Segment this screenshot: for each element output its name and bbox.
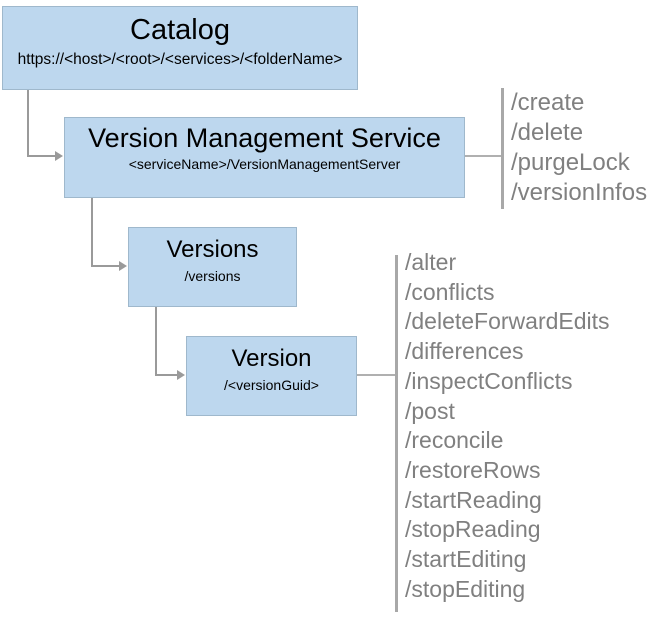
connector-versions-to-version-vertical: [155, 307, 157, 376]
node-version-management-service[interactable]: Version Management Service <serviceName>…: [64, 117, 465, 198]
node-versions[interactable]: Versions /versions: [128, 227, 297, 307]
operation-item[interactable]: /stopReading: [405, 516, 541, 543]
connector-vms-to-versions-horizontal: [91, 265, 120, 267]
node-version[interactable]: Version /<versionGuid>: [186, 336, 357, 416]
operation-item[interactable]: /delete: [511, 119, 584, 146]
operation-item[interactable]: /reconcile: [405, 427, 504, 454]
node-version-title: Version: [231, 345, 312, 372]
arrowhead-vms-to-versions-icon: [119, 261, 127, 271]
node-catalog-title: Catalog: [130, 14, 230, 46]
arrowhead-catalog-to-vms-icon: [55, 151, 63, 161]
operations-stub-version: [357, 374, 397, 376]
node-catalog-subtitle: https://<host>/<root>/<services>/<folder…: [17, 51, 343, 69]
operation-item[interactable]: /restoreRows: [405, 456, 541, 483]
operation-item[interactable]: /post: [405, 397, 455, 424]
operation-item[interactable]: /startReading: [405, 486, 542, 513]
connector-catalog-to-vms-vertical: [27, 90, 29, 157]
operation-item[interactable]: /versionInfos: [511, 179, 648, 206]
operation-item[interactable]: /inspectConflicts: [405, 367, 573, 394]
operations-stub-vms: [465, 155, 503, 157]
node-version-management-service-subtitle: <serviceName>/VersionManagementServer: [128, 156, 401, 173]
arrowhead-versions-to-version-icon: [177, 370, 185, 380]
connector-versions-to-version-horizontal: [155, 374, 178, 376]
node-versions-title: Versions: [166, 236, 259, 263]
operation-item[interactable]: /create: [511, 89, 585, 116]
operations-bracket-vms: [501, 88, 504, 209]
operation-item[interactable]: /purgeLock: [511, 149, 630, 176]
node-catalog[interactable]: Catalog https://<host>/<root>/<services>…: [2, 6, 358, 90]
operation-item[interactable]: /alter: [405, 249, 457, 275]
node-version-management-service-title: Version Management Service: [88, 123, 441, 153]
node-version-subtitle: /<versionGuid>: [224, 377, 319, 394]
connector-catalog-to-vms-horizontal: [27, 155, 56, 157]
node-versions-subtitle: /versions: [184, 268, 241, 285]
operation-item[interactable]: /conflicts: [405, 278, 495, 305]
operations-list-vms: /create/delete/purgeLock/versionInfos: [511, 88, 647, 208]
operations-bracket-version: [395, 255, 398, 612]
operation-item[interactable]: /deleteForwardEdits: [405, 308, 610, 335]
operation-item[interactable]: /stopEditing: [405, 575, 526, 602]
operation-item[interactable]: /differences: [405, 338, 524, 365]
operation-item[interactable]: /startEditing: [405, 546, 527, 573]
operations-list-version: /alter/conflicts/deleteForwardEdits/diff…: [405, 248, 610, 604]
connector-vms-to-versions-vertical: [91, 198, 93, 267]
